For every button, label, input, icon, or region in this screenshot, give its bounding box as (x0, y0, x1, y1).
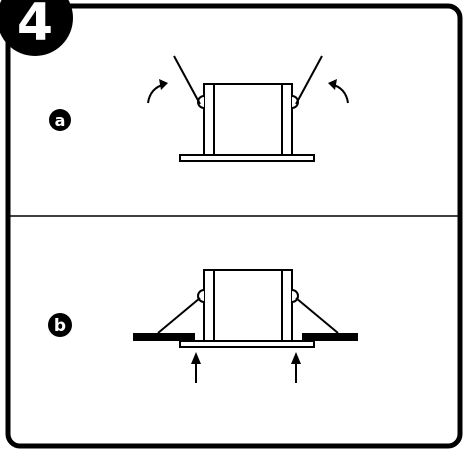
panel-b-push-arrows (191, 352, 301, 383)
panel-b-label: b (54, 316, 66, 336)
panel-b-fixture (157, 269, 339, 348)
ceiling-right-board (302, 333, 358, 341)
step-badge: 4 (0, 0, 73, 56)
panel-b-badge: b (48, 313, 72, 337)
step-number: 4 (17, 0, 53, 53)
panel-a-badge: a (49, 109, 71, 131)
panel-a: a (49, 55, 349, 162)
panel-a-label: a (55, 111, 66, 130)
ceiling-left-board (133, 333, 195, 341)
panel-a-fixture (173, 55, 323, 162)
diagram-frame (5, 3, 463, 449)
panel-a-raise-arrows (147, 79, 349, 104)
panel-b: b (48, 269, 358, 383)
